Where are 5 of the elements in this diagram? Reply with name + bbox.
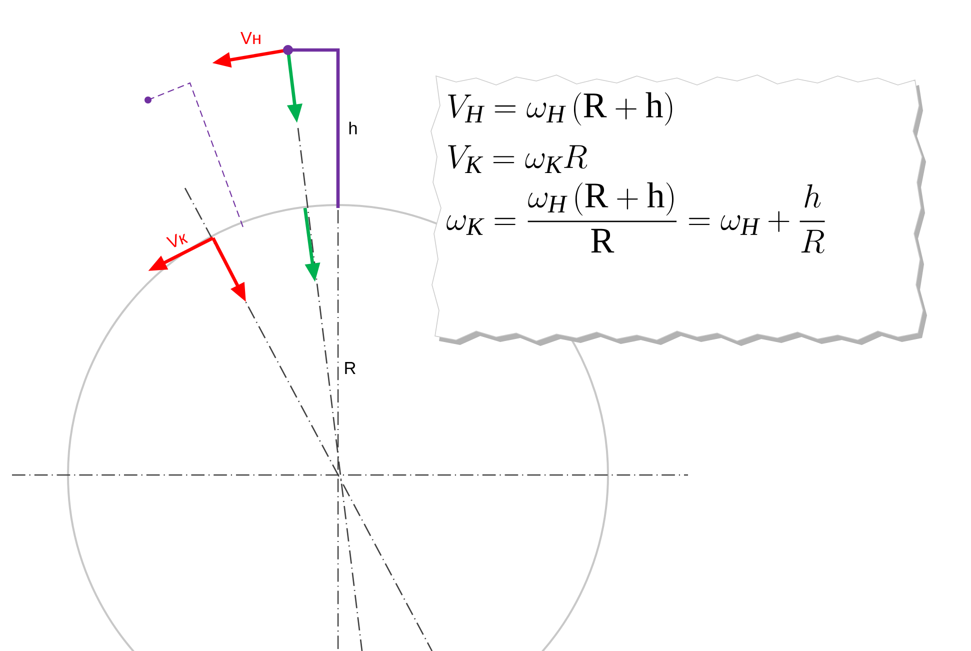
label: Vк bbox=[166, 234, 188, 248]
label: R bbox=[345, 362, 356, 374]
formula-card: $V_{\text{\itshape Н}} = \omega_{\text{\itshape Н}}\left(\mathrm{R}+\mathrm{h}\right)$ $V_{\text{\itshape К}} = \omega_{\text{\itshape К}} R$ $\omega_{\text{\itshape К}} = \frac{\omega_{\text{\itshape Н}}\left(\mathrm{R}+\mathrm{h}\right)}{\mathrm{R}} = \omega_{\text{\itshape Н}} + \frac{h}{R}$ bbox=[430, 74, 927, 346]
label: h bbox=[349, 122, 357, 134]
label: Vн bbox=[240, 32, 260, 44]
